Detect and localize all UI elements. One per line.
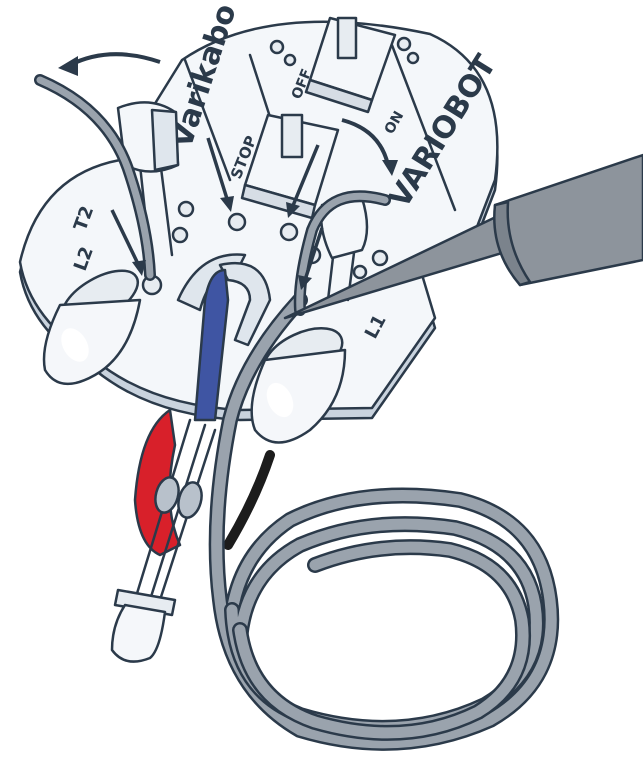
pad [398,38,410,50]
pad [408,53,418,63]
pad [281,224,297,240]
pad [271,41,283,53]
switch-knob [282,115,302,157]
pad [285,55,295,65]
switch-knob [338,18,356,58]
rotate-arrow-icon [58,56,78,76]
pad [229,214,245,230]
led-body [112,605,165,662]
rotate-arrow-icon [70,54,160,65]
transistor-flat [152,110,178,170]
pad [179,202,193,216]
pad [373,251,387,265]
pad [354,266,366,278]
led-dome [252,350,345,443]
cable-coil [240,547,523,733]
pad [173,228,187,242]
